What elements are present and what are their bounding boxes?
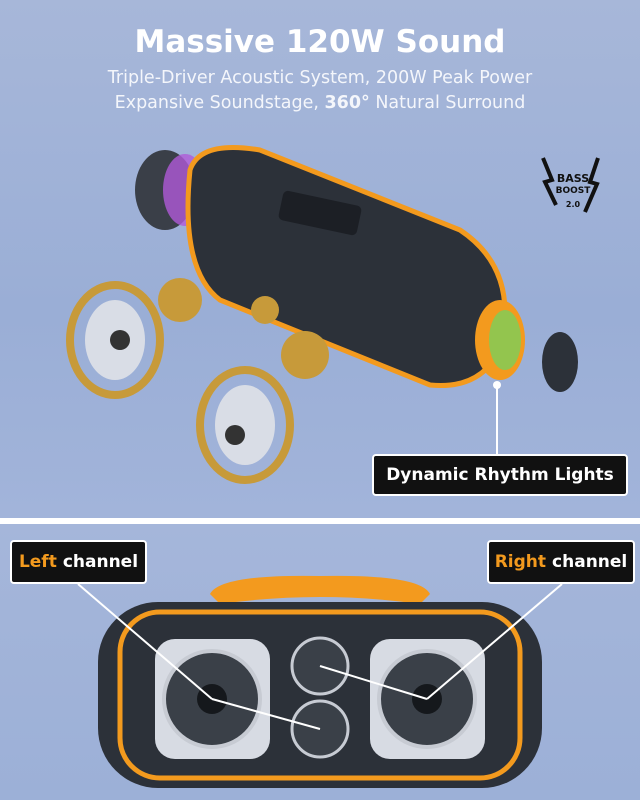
handle — [210, 575, 430, 604]
speaker-body — [185, 145, 508, 389]
exploded-speaker-illustration — [66, 145, 600, 484]
dynamic-rhythm-lights-label: Dynamic Rhythm Lights — [372, 454, 628, 496]
orange-trim — [117, 609, 523, 781]
headline: Massive 120W Sound — [134, 24, 506, 60]
right-pointer-line — [426, 583, 563, 700]
tweeter-drivers — [158, 278, 329, 379]
right-passive-radiator — [542, 332, 578, 392]
left-pointer-line-2 — [211, 698, 321, 730]
control-panel — [278, 190, 362, 236]
lights-pointer-dot — [493, 381, 501, 389]
right-rgb-ring — [489, 310, 521, 370]
front-speaker-illustration — [77, 575, 563, 788]
subtitle-line-1: Triple-Driver Acoustic System, 200W Peak… — [107, 68, 533, 88]
left-pointer-line — [77, 583, 213, 700]
subtitle-line-2: Expansive Soundstage, 360° Natural Surro… — [114, 93, 526, 113]
right-pointer-line-2 — [319, 665, 428, 700]
woofer-left — [66, 281, 164, 399]
woofer-right — [196, 366, 294, 484]
bass-boost-badge — [541, 157, 600, 213]
